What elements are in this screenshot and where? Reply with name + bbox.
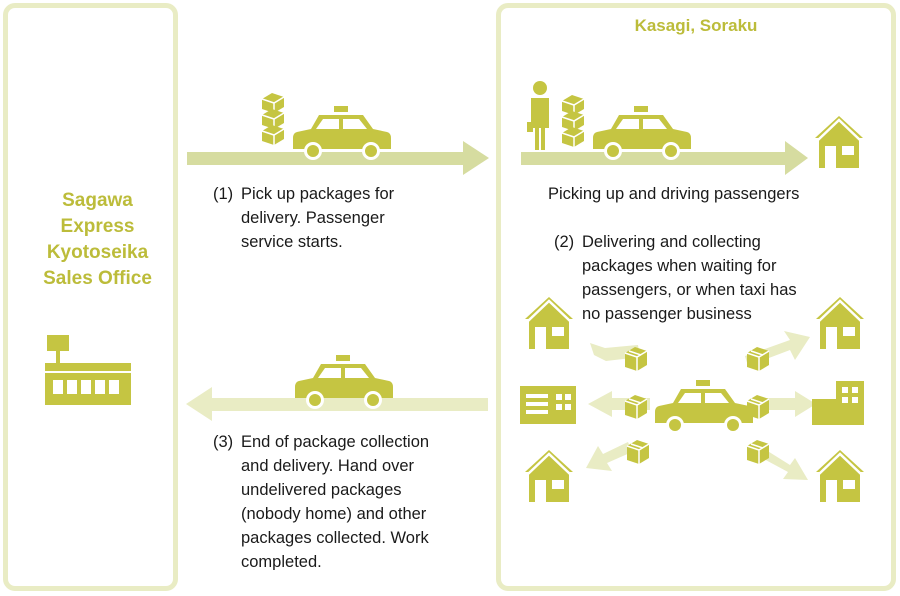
step-text-line: passengers, or when taxi has — [582, 281, 797, 299]
package-stack-icon — [261, 92, 285, 146]
office-name-line: Express — [60, 216, 135, 237]
house-icon — [523, 295, 575, 351]
step-text-line: delivery. Passenger — [241, 209, 385, 227]
step-text-line: packages collected. Work — [241, 529, 429, 547]
house-icon — [814, 295, 866, 351]
arrow-to-house — [521, 141, 808, 175]
person-icon — [527, 81, 549, 150]
taxi-icon — [655, 380, 753, 434]
office-building-icon — [520, 386, 576, 424]
package-icon — [626, 439, 650, 465]
sales-office-panel — [3, 3, 178, 591]
step-text-line: completed. — [241, 553, 322, 570]
taxi-icon — [593, 106, 691, 160]
step-3-description: (3) End of package collection and delive… — [213, 430, 493, 570]
step-1-description: (1) Pick up packages for delivery. Passe… — [213, 182, 473, 262]
package-icon — [746, 439, 770, 465]
taxi-icon — [293, 106, 391, 160]
step-text-line: Pick up packages for — [241, 185, 395, 203]
step-text-line: packages when waiting for — [582, 257, 777, 275]
step-text-line: and delivery. Hand over — [241, 457, 415, 475]
region-title: Kasagi, Soraku — [634, 16, 758, 35]
store-icon — [45, 335, 131, 405]
package-icon — [746, 394, 770, 420]
step-number: (1) — [213, 185, 234, 203]
office-name-line: Sales Office — [43, 268, 152, 289]
step-number: (3) — [213, 433, 234, 451]
sales-office-name: Sagawa Express Kyotoseika Sales Office — [10, 188, 185, 292]
house-icon — [814, 448, 866, 504]
step-text-line: (nobody home) and other — [241, 505, 427, 523]
step-2-description: (2) Delivering and collecting packages w… — [554, 230, 844, 330]
arrow-to-region — [187, 141, 489, 175]
delivery-arrows — [586, 331, 816, 480]
office-name-line: Sagawa — [62, 190, 133, 211]
passenger-caption: Picking up and driving passengers — [548, 185, 800, 203]
step-text-line: Delivering and collecting — [582, 233, 761, 251]
package-icon — [746, 346, 770, 372]
house-icon — [523, 448, 575, 504]
step-text-line: undelivered packages — [241, 481, 402, 499]
house-icon — [813, 114, 865, 170]
step-text-line: service starts. — [241, 233, 343, 251]
step-text-line: End of package collection — [241, 433, 430, 451]
step-number: (2) — [554, 233, 575, 251]
office-name-line: Kyotoseika — [46, 242, 149, 263]
package-stack-icon — [561, 94, 585, 148]
arrow-to-office — [186, 387, 488, 421]
step-text-line: no passenger business — [582, 305, 752, 323]
apartment-building-icon — [812, 381, 864, 425]
